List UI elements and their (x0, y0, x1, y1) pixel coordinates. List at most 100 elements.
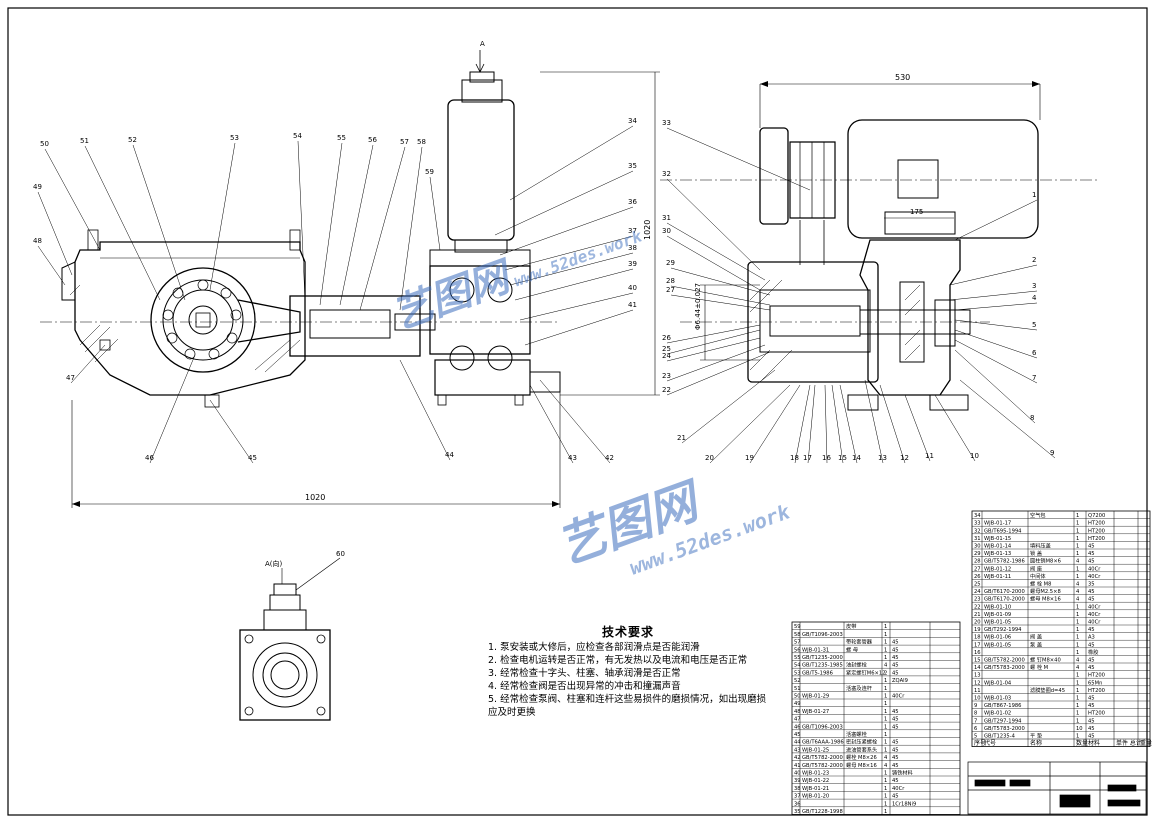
bom-cell: 1 (884, 717, 887, 723)
bom-cell: WJB-01-25 (802, 747, 829, 753)
dim-height: 1020 (643, 220, 652, 240)
leader-line (959, 379, 1056, 459)
leader-line (359, 146, 406, 311)
dim-overall-length: 1020 (305, 493, 325, 502)
callout-label: 15 (838, 454, 847, 462)
bom-cell: 空气包 (1030, 511, 1046, 519)
bom-cell: GB/T5-1986 (802, 670, 833, 676)
bom-cell: GB/T1096-2003 (802, 632, 843, 638)
detail-view-a (239, 557, 341, 721)
bom-cell: 圆柱销M8×6 (1030, 557, 1061, 565)
bom-cell: GB/T5783-2000 (984, 726, 1025, 732)
bom-cell: 2 (884, 670, 887, 676)
bom-cell: GB/T1228-1998 (802, 809, 843, 815)
callout-label: 56 (368, 136, 377, 144)
bom-cell: 4 (1076, 589, 1080, 595)
bom-cell: 紧定螺钉M6×12 (846, 668, 885, 676)
bom-cell: 35 (794, 809, 801, 815)
bom-cell: 18 (974, 635, 981, 641)
bom-cell: 4 (1076, 582, 1080, 588)
leader-line (807, 384, 816, 464)
bom-cell: 滤膜垫圈d=45 (1030, 686, 1065, 694)
bom-cell: 4 (1076, 597, 1080, 603)
bom-cell: 45 (1088, 597, 1095, 603)
bom-cell: 螺 栓 M (1030, 663, 1048, 671)
bom-cell: 15 (974, 658, 981, 664)
callout-label: 7 (1032, 374, 1036, 382)
leader-line (879, 384, 906, 464)
callout-label: 22 (662, 386, 671, 394)
bom-cell: 21 (974, 612, 981, 618)
bom-cell: WJB-01-02 (984, 711, 1011, 717)
leader-line (666, 329, 761, 355)
callout-label: 6 (1032, 349, 1037, 357)
callout-label: 16 (822, 454, 831, 462)
bom-cell: 45 (1088, 551, 1095, 557)
bom-cell: 1 (1076, 536, 1079, 542)
bom-cell: 7 (974, 718, 977, 724)
bom-cell: GB/T5782-2000 (802, 763, 843, 769)
leader-line (831, 384, 844, 464)
callout-label: 53 (230, 134, 239, 142)
callout-label: 46 (145, 454, 154, 462)
bom-cell: 螺 钉M8×40 (1030, 656, 1061, 664)
bom-cell: WJB-01-05 (984, 620, 1011, 626)
bom-cell: 1 (884, 724, 887, 730)
bom-cell: 螺 栓 M8 (1030, 580, 1051, 588)
tech-item: 1. 泵安装或大修后，应检查各部润滑点是否能润滑 (488, 642, 700, 653)
bom-cell: 活塞及连杆 (846, 684, 872, 692)
bom-cell: 10 (1076, 726, 1083, 732)
bom-cell: GB/T6170-2000 (984, 589, 1025, 595)
bom-cell: 45 (892, 755, 899, 761)
callout-label: 42 (605, 454, 614, 462)
leader-line (494, 170, 634, 236)
bom-cell: 1 (884, 732, 887, 738)
bom-cell: HT200 (1088, 521, 1105, 527)
bom-cell: 36 (794, 801, 801, 807)
bom-cell: 1 (1076, 551, 1079, 557)
bom-cell: WJB-01-10 (984, 604, 1011, 610)
bom-cell: 1 (1076, 650, 1079, 656)
bom-cell: 中间体 (1030, 572, 1046, 580)
bom-cell: WJB-01-06 (984, 635, 1011, 641)
bom-cell: 45 (1088, 589, 1095, 595)
callout-label: 44 (445, 451, 454, 459)
bom-cell: 1Cr18Ni9 (892, 801, 916, 807)
bom-cell: 1 (1076, 566, 1079, 572)
leader-line (949, 264, 1038, 286)
bom-cell: 40Cr (1088, 612, 1101, 618)
view-label-top: A (480, 40, 485, 48)
callout-label: 4 (1032, 294, 1037, 302)
bom-cell: 1 (884, 809, 887, 815)
bom-header-cell: 单件 总计 (1116, 739, 1142, 747)
bom-cell: 45 (892, 663, 899, 669)
callout-label: 18 (790, 454, 799, 462)
bom-cell: 平 垫 (1030, 732, 1043, 740)
bom-cell: 58 (794, 632, 801, 638)
bom-cell: 40Cr (1088, 604, 1101, 610)
bom-cell: 65Mn (1088, 680, 1102, 686)
bom-cell: 进油管套系头 (846, 745, 877, 753)
bom-cell: GB/T5783-2000 (984, 665, 1025, 671)
leader-line (670, 267, 771, 296)
callout-label: 12 (900, 454, 909, 462)
callout-label: 45 (248, 454, 257, 462)
bom-cell: 12 (974, 680, 981, 686)
bom-cell: 带轮套管器 (846, 638, 873, 646)
callout-label: 25 (662, 345, 671, 353)
callout-label: 59 (425, 168, 434, 176)
leader-line (954, 329, 1038, 359)
bom-cell: 1 (884, 647, 887, 653)
bom-cell: 13 (974, 673, 981, 679)
callout-label: 48 (33, 237, 42, 245)
bom-cell: 1 (884, 632, 887, 638)
bom-frame (971, 510, 1151, 748)
bom-cell: 47 (794, 717, 801, 723)
bom-cell: 密封压紧螺栓 (846, 738, 878, 746)
callout-label: 19 (745, 454, 754, 462)
leader-line (666, 324, 761, 344)
bom-cell: 泵 盖 (1030, 640, 1042, 648)
callout-label: 41 (628, 301, 637, 309)
leader-line (509, 252, 634, 286)
